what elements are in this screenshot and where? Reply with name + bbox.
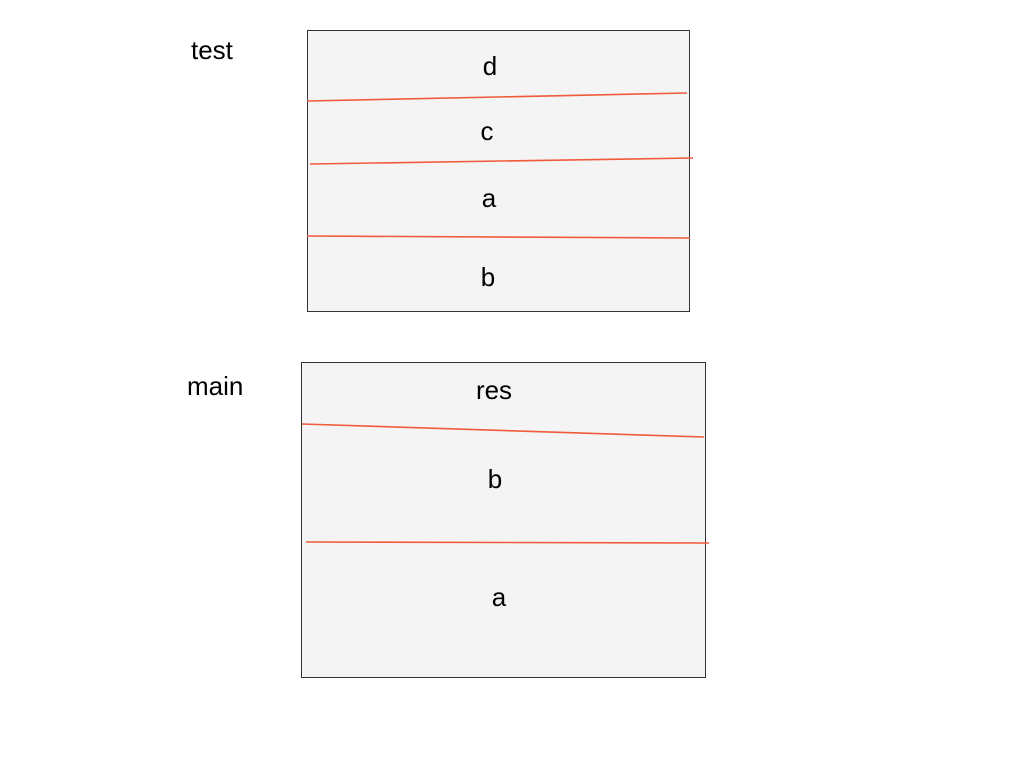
cell-label-main-b: b xyxy=(487,464,503,494)
stack-frame-test xyxy=(307,30,690,312)
cell-label-test-a: a xyxy=(481,183,497,213)
frame-title-test: test xyxy=(191,35,233,65)
cell-label-main-a: a xyxy=(491,582,507,612)
cell-label-test-c: c xyxy=(480,116,494,146)
cell-label-test-d: d xyxy=(482,51,498,81)
frame-title-main: main xyxy=(187,371,244,401)
stack-frame-main xyxy=(301,362,706,678)
cell-label-test-b: b xyxy=(480,262,496,292)
cell-label-main-res: res xyxy=(475,375,513,405)
